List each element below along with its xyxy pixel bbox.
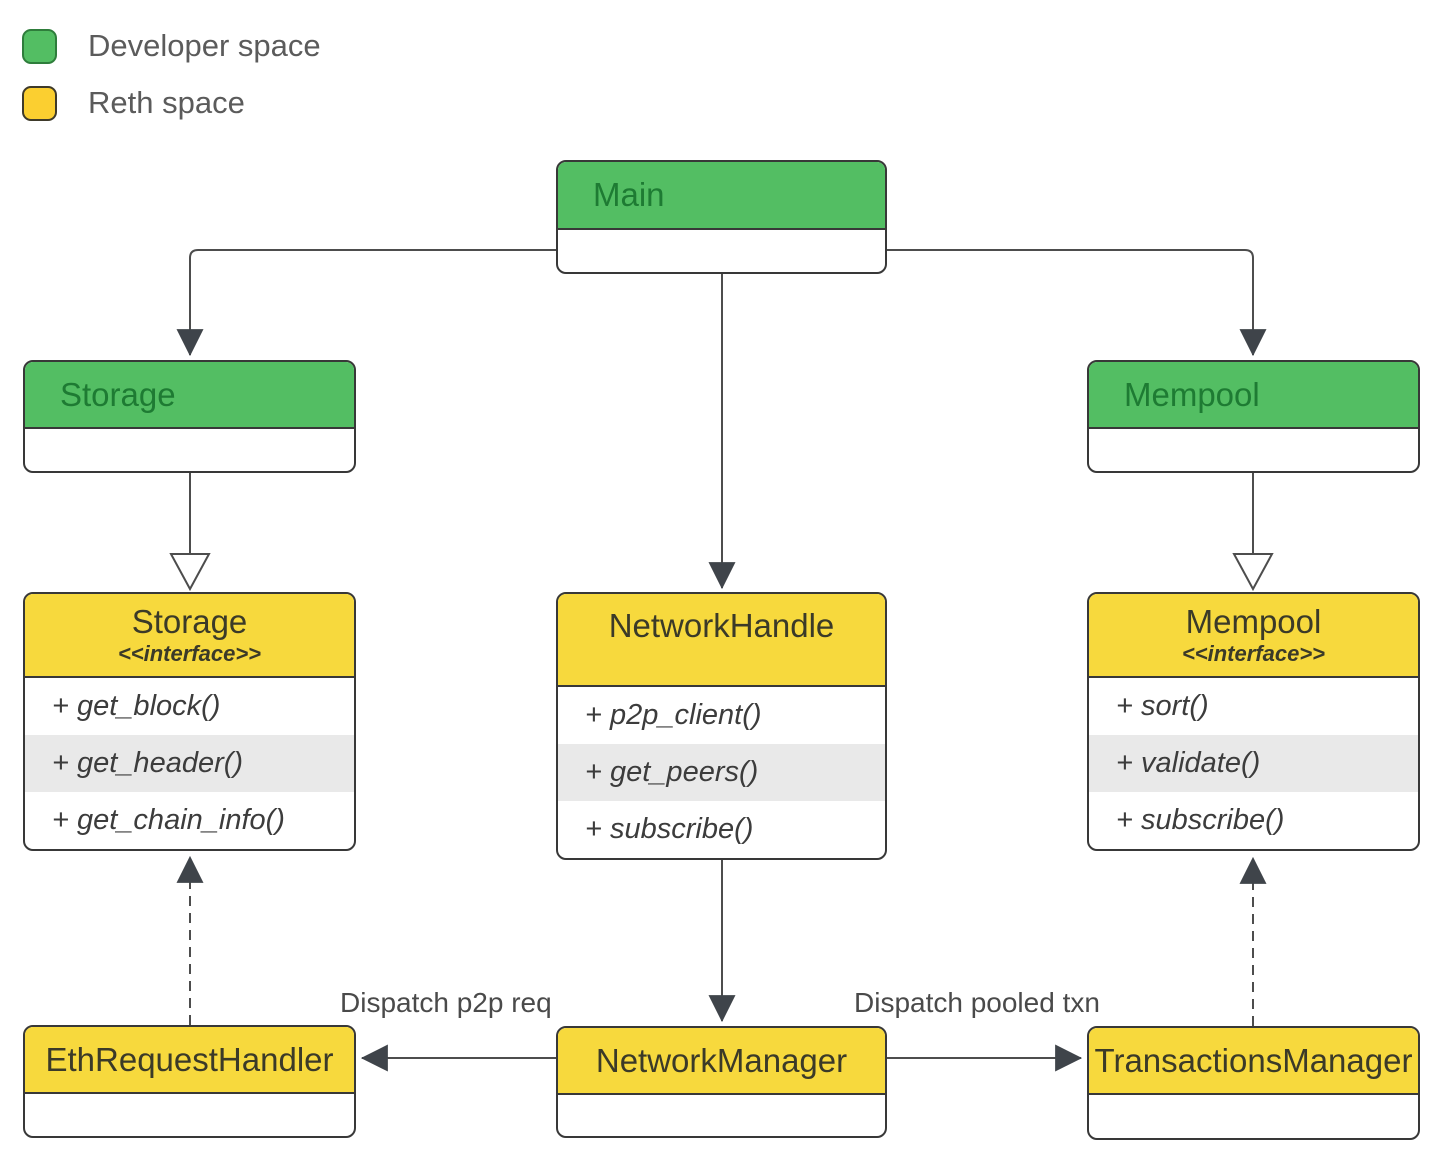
class-mempool: Mempool [1087, 360, 1420, 473]
class-main-title: Main [593, 176, 665, 213]
legend-label: Developer space [88, 28, 321, 63]
edge-main-mempool [887, 249, 1267, 357]
class-networkmanager: NetworkManager [556, 1026, 887, 1138]
class-transactionsmanager-header: TransactionsManager [1089, 1028, 1418, 1095]
interface-storage-header: Storage <<interface>> [25, 594, 354, 678]
realization-triangle-storage [169, 553, 211, 592]
class-ethrequesthandler-title: EthRequestHandler [45, 1040, 334, 1078]
legend-item-developer-space: Developer space [22, 28, 321, 64]
interface-storage-stereotype: <<interface>> [117, 640, 262, 666]
method-row: + get_chain_info() [52, 804, 285, 836]
reth-space-swatch-icon [22, 85, 57, 121]
class-networkhandle-title: NetworkHandle [608, 607, 835, 644]
edge-main-storage [176, 249, 556, 357]
class-networkmanager-header: NetworkManager [558, 1028, 885, 1095]
interface-mempool-header: Mempool <<interface>> [1089, 594, 1418, 678]
class-storage-header: Storage [25, 362, 354, 429]
method-row: + sort() [1116, 690, 1209, 722]
class-mempool-header: Mempool [1089, 362, 1418, 429]
class-ethrequesthandler-header: EthRequestHandler [25, 1027, 354, 1094]
method-row: + validate() [1089, 735, 1418, 792]
method-row: + subscribe() [585, 813, 754, 845]
class-networkhandle: NetworkHandle + p2p_client() + get_peers… [556, 592, 887, 860]
legend-label: Reth space [88, 85, 245, 120]
class-storage: Storage [23, 360, 356, 473]
realization-triangle-mempool [1232, 553, 1274, 592]
class-networkhandle-header: NetworkHandle [558, 594, 885, 687]
edge-label-dispatch-p2p-req: Dispatch p2p req [340, 987, 552, 1018]
legend-item-reth-space: Reth space [22, 85, 321, 121]
method-row: + get_header() [25, 735, 354, 792]
method-row: + get_peers() [558, 744, 885, 801]
class-main: Main [556, 160, 887, 274]
class-transactionsmanager: TransactionsManager [1087, 1026, 1420, 1140]
method-row: + subscribe() [1116, 804, 1285, 836]
class-transactionsmanager-title: TransactionsManager [1094, 1041, 1413, 1079]
interface-storage-title: Storage [131, 603, 248, 641]
class-networkmanager-title: NetworkManager [595, 1041, 848, 1079]
interface-storage: Storage <<interface>> + get_block() + ge… [23, 592, 356, 851]
interface-mempool: Mempool <<interface>> + sort() + validat… [1087, 592, 1420, 851]
method-row: + p2p_client() [585, 699, 762, 731]
class-mempool-title: Mempool [1124, 375, 1260, 413]
interface-mempool-stereotype: <<interface>> [1181, 640, 1326, 666]
class-ethrequesthandler: EthRequestHandler [23, 1025, 356, 1138]
class-storage-title: Storage [60, 375, 176, 413]
class-main-header: Main [558, 162, 885, 230]
method-row: + get_block() [52, 690, 221, 722]
edge-label-dispatch-pooled-txn: Dispatch pooled txn [854, 987, 1100, 1018]
legend: Developer space Reth space [22, 28, 321, 142]
interface-mempool-title: Mempool [1185, 603, 1322, 641]
developer-space-swatch-icon [22, 28, 57, 64]
